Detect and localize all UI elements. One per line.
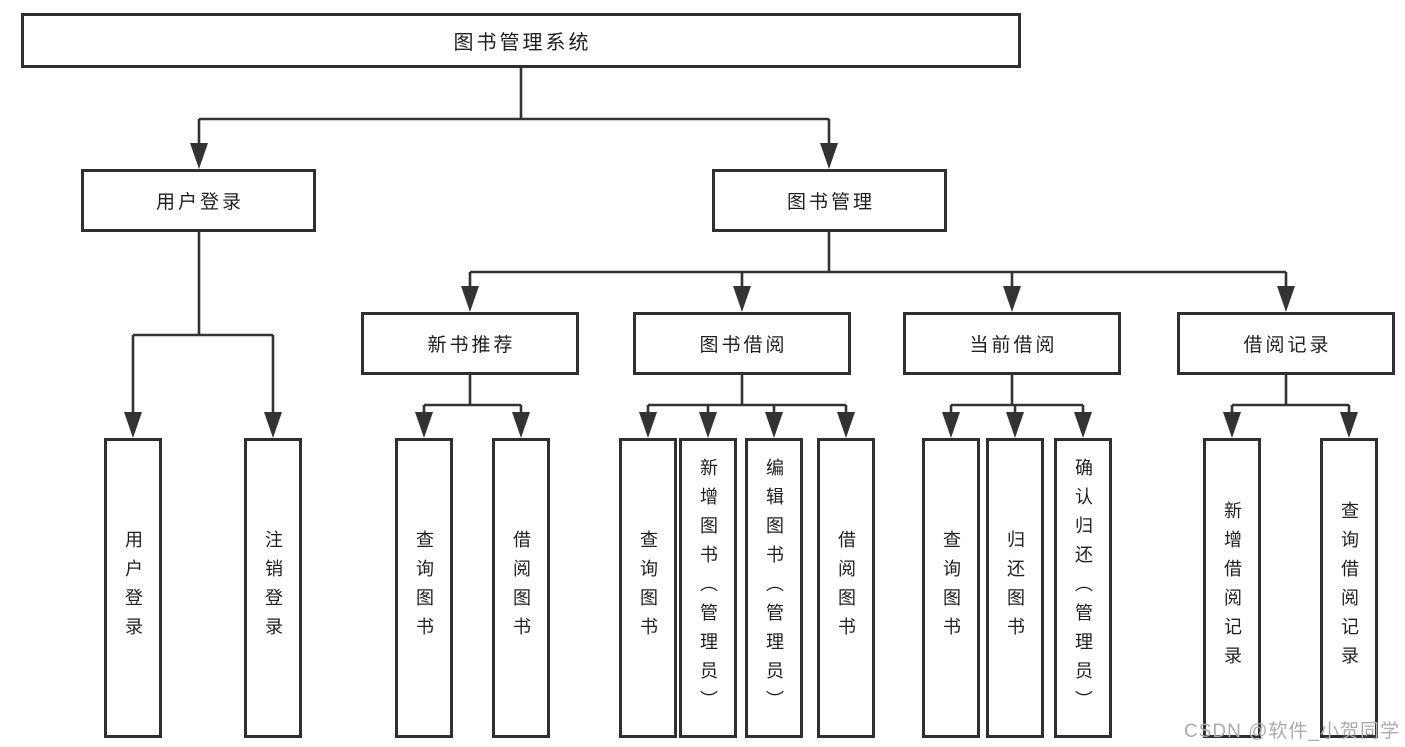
leaf-label: 借阅图书: [836, 530, 856, 646]
node-user-login: 用户登录: [81, 169, 316, 232]
node-current-borrowing: 当前借阅: [903, 312, 1121, 375]
leaf-label: 用户登录: [123, 530, 143, 646]
node-leaf-user-login: 用户登录: [104, 438, 162, 738]
node-leaf-query-books-1: 查询图书: [395, 438, 453, 738]
leaf-label: 查询图书: [941, 530, 961, 646]
node-leaf-edit-book-admin: 编辑图书（管理员）: [745, 438, 803, 738]
connector-bookmgmt-split: [468, 232, 1288, 288]
node-leaf-logout: 注销登录: [244, 438, 302, 738]
leaf-label: 归还图书: [1005, 530, 1025, 646]
connector-records-split: [1230, 375, 1351, 414]
node-leaf-borrow-books-2: 借阅图书: [817, 438, 875, 738]
node-leaf-borrow-books-1: 借阅图书: [492, 438, 550, 738]
node-leaf-query-books-2: 查询图书: [619, 438, 677, 738]
leaf-label: 编辑图书（管理员）: [764, 457, 784, 719]
node-leaf-add-borrow-record: 新增借阅记录: [1203, 438, 1261, 738]
leaf-label: 新增借阅记录: [1222, 501, 1242, 675]
connector-root-split: [197, 68, 831, 145]
node-leaf-query-borrow-record: 查询借阅记录: [1320, 438, 1378, 738]
connector-userlogin-split: [131, 232, 275, 414]
node-borrowing-records: 借阅记录: [1177, 312, 1395, 375]
node-leaf-confirm-return-admin: 确认归还（管理员）: [1054, 438, 1112, 738]
node-book-borrowing: 图书借阅: [633, 312, 851, 375]
connector-current-split: [949, 375, 1085, 414]
leaf-label: 查询图书: [414, 530, 434, 646]
connector-rec-split: [422, 375, 523, 414]
leaf-label: 确认归还（管理员）: [1073, 457, 1093, 719]
node-leaf-add-book-admin: 新增图书（管理员）: [679, 438, 737, 738]
leaf-label: 借阅图书: [511, 530, 531, 646]
leaf-label: 新增图书（管理员）: [698, 457, 718, 719]
leaf-label: 注销登录: [263, 530, 283, 646]
leaf-label: 查询图书: [638, 530, 658, 646]
node-library-system: 图书管理系统: [21, 13, 1021, 68]
connector-borrow-split: [646, 375, 848, 414]
node-leaf-query-books-3: 查询图书: [922, 438, 980, 738]
leaf-label: 查询借阅记录: [1339, 501, 1359, 675]
node-leaf-return-book: 归还图书: [986, 438, 1044, 738]
node-new-book-recommendation: 新书推荐: [361, 312, 579, 375]
csdn-watermark: CSDN @软件_小贺同学: [1184, 721, 1400, 742]
node-book-management: 图书管理: [712, 169, 947, 232]
arrowheads: [124, 143, 1358, 438]
